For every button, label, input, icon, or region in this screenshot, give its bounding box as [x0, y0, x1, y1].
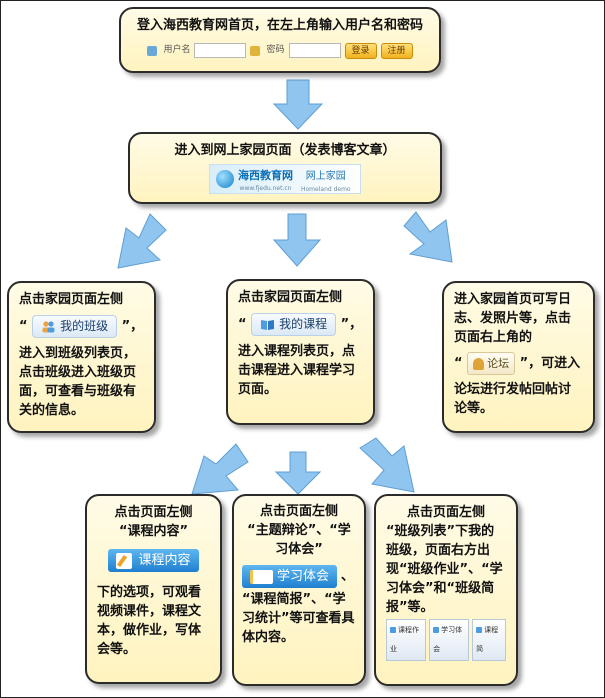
content-intro: 点击页面左侧 [114, 505, 193, 520]
sub-topics-box: 点击页面左侧 “主题辩论”、“学习体会” 学习体会 、 “课程简报”、“学习统计… [232, 494, 366, 686]
logo-homeland: 网上家园 [305, 170, 346, 182]
content-quoted: “课程内容” [118, 524, 189, 539]
login-button[interactable]: 登录 [344, 42, 377, 59]
homeland-logo: 海西教育网 www.fjedu.net.cn 网上家园 Homeland dem… [209, 164, 361, 194]
arrow-course-to-classlist [359, 437, 415, 493]
nav-tab-homework[interactable]: 课程作业 [386, 619, 427, 661]
topics-tail: 、 [341, 569, 355, 584]
my-class-tag[interactable]: 我的班级 [32, 315, 118, 338]
forum-intro: 进入家园首页可写日志、发照片等，点击页面右上角的 [454, 292, 572, 345]
register-button[interactable]: 注册 [380, 42, 413, 59]
course-open-quote: “ [238, 317, 247, 332]
branch-my-class-box: 点击家园页面左侧 “ 我的班级 ”， 进入到班级列表页，点击班级进入班级页面，可… [7, 281, 156, 433]
forum-close-quote: ”，可进入 [519, 356, 581, 371]
arrow-step2-to-course [272, 213, 322, 267]
topics-tag-line: 学习体会 、 [242, 565, 356, 588]
topics-body: “课程简报”、“学习统计”等可查看具体内容。 [242, 592, 355, 645]
branch-forum-box: 进入家园首页可写日志、发照片等，点击页面右上角的 “ 论坛 ”，可进入 论坛进行… [442, 281, 595, 433]
logo-homeland-sub: Homeland demo [301, 185, 351, 193]
course-body: 进入课程列表页，点击课程进入课程学习页面。 [238, 344, 356, 397]
login-form-preview: 用户名 密码 登录 注册 [131, 41, 429, 60]
step2-text: 进入到网上家园页面（发表博客文章） [174, 143, 396, 158]
course-intro: 点击家园页面左侧 [238, 290, 343, 305]
logo-url: www.fjedu.net.cn [239, 185, 292, 192]
logo-title: 海西教育网 [238, 169, 293, 182]
forum-tag[interactable]: 论坛 [467, 352, 516, 375]
forum-label: 论坛 [487, 357, 510, 370]
branch-my-course-box: 点击家园页面左侧 “ 我的课程 ”， 进入课程列表页，点击课程进入课程学习页面。 [226, 279, 375, 425]
sub-course-content-box: 点击页面左侧 “课程内容” 课程内容 下的选项，可观看视频课件，课程文本，做作业… [85, 494, 222, 684]
arrow-step1-to-step2 [272, 79, 324, 130]
class-nav-strip: 课程作业 学习体会 课程简 [386, 619, 506, 661]
study-notes-label: 学习体会 [277, 569, 330, 584]
tab-icon [433, 627, 440, 633]
arrow-step2-to-class [117, 213, 167, 269]
book-icon [250, 569, 273, 584]
tab-icon [390, 627, 396, 633]
arrow-course-to-topics [274, 451, 322, 495]
nav-tab-brief[interactable]: 课程简 [472, 619, 506, 661]
content-body: 下的选项，可观看视频课件，课程文本，做作业，写体会等。 [97, 584, 202, 657]
my-course-tag[interactable]: 我的课程 [251, 313, 337, 336]
globe-icon [216, 170, 234, 188]
class-tag-line: “ 我的班级 ”， [19, 315, 144, 338]
class-intro: 点击家园页面左侧 [19, 292, 124, 307]
key-icon [250, 45, 261, 56]
my-course-label: 我的课程 [279, 317, 328, 331]
forum-body: 论坛进行发帖回帖讨论等。 [454, 382, 572, 416]
classlist-intro: 点击页面左侧 [406, 505, 485, 520]
step1-login-box: 登入海西教育网首页，在左上角输入用户名和密码 用户名 密码 登录 注册 [119, 7, 441, 73]
password-field[interactable] [288, 43, 341, 58]
course-tag-line: “ 我的课程 ”， [238, 313, 363, 336]
sub-class-list-box: 点击页面左侧 “班级列表”下我的班级，页面右方出现“班级作业”、“学习体会”和“… [374, 494, 518, 686]
username-label: 用户名 [163, 45, 191, 55]
book-icon [261, 320, 275, 330]
step2-homeland-box: 进入到网上家园页面（发表博客文章） 海西教育网 www.fjedu.net.cn… [128, 132, 442, 204]
class-body: 进入到班级列表页，点击班级进入班级页面，可查看与班级有关的信息。 [19, 346, 137, 418]
password-label: 密码 [266, 45, 285, 55]
people-icon [42, 321, 55, 333]
tab-icon [476, 627, 483, 633]
classlist-body: “班级列表”下我的班级，页面右方出现“班级作业”、“学习体会”和“班级简报”等。 [386, 524, 503, 615]
study-notes-tag[interactable]: 学习体会 [242, 565, 338, 588]
class-open-quote: “ [19, 319, 28, 334]
forum-pin-icon [473, 357, 485, 370]
topics-quoted: “主题辩论”、“学习体会” [247, 523, 351, 557]
course-close-quote: ”， [340, 317, 363, 332]
forum-open-quote: “ [454, 356, 463, 371]
my-class-label: 我的班级 [60, 319, 109, 333]
user-icon [147, 45, 158, 56]
arrow-course-to-content [191, 443, 249, 495]
arrow-step2-to-forum [403, 211, 453, 263]
forum-tag-line: “ 论坛 ”，可进入 [454, 352, 583, 375]
username-field[interactable] [194, 43, 247, 58]
course-content-label: 课程内容 [138, 553, 191, 568]
step1-text: 登入海西教育网首页，在左上角输入用户名和密码 [136, 18, 423, 33]
pencil-icon [116, 552, 133, 569]
class-close-quote: ”， [121, 319, 144, 334]
topics-intro: 点击页面左侧 [259, 504, 338, 519]
nav-tab-notes[interactable]: 学习体会 [429, 619, 470, 661]
course-content-tag[interactable]: 课程内容 [108, 549, 199, 572]
